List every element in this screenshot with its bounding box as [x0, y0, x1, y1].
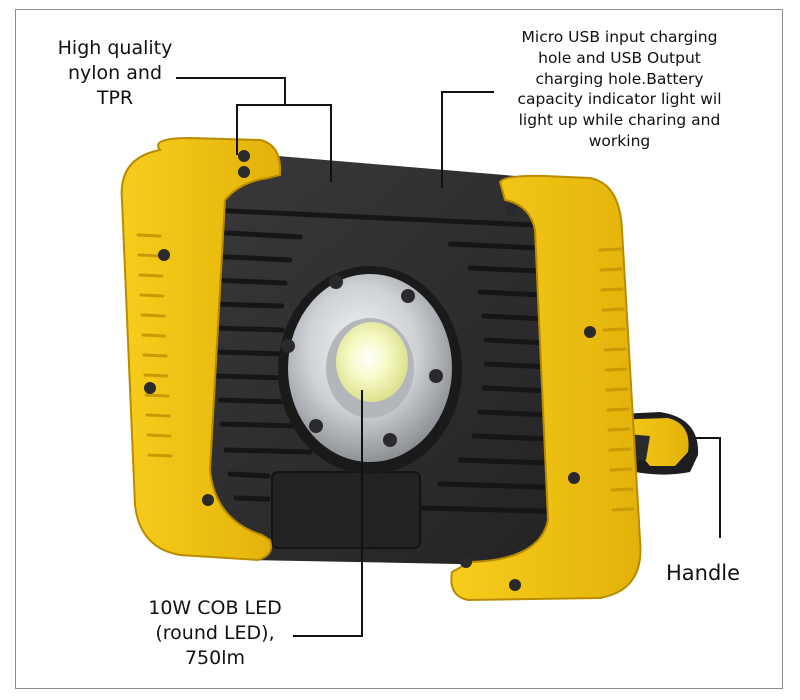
ports-line-1: Micro USB input charging: [521, 28, 718, 46]
ports-leader: [441, 91, 494, 188]
handle-text: Handle: [665, 561, 741, 585]
ports-line-6: working: [588, 131, 651, 150]
ports-line-2: hole and USB Output: [538, 48, 701, 67]
material-line-2: nylon and: [67, 62, 163, 85]
led-leader: [293, 390, 363, 637]
left-rubber-frame: [120, 136, 282, 562]
material-line-3: TPR: [96, 87, 134, 110]
cob-led: [336, 322, 408, 402]
reflector-screws: [281, 275, 443, 447]
material-line-1: High quality: [57, 37, 173, 59]
led-callout: 10W COB LED (round LED), 750lm: [130, 596, 300, 671]
port-cover: [271, 471, 421, 549]
material-callout: High quality nylon and TPR: [40, 36, 190, 111]
ports-line-3: charging hole.Battery: [535, 69, 704, 88]
ports-line-5: light up while charing and: [518, 111, 721, 130]
material-leader-right: [285, 104, 332, 182]
handle-leader: [696, 437, 721, 538]
led-line-2: (round LED),: [155, 622, 275, 645]
callout-lines: [176, 77, 721, 637]
ports-callout: Micro USB input charging hole and USB Ou…: [482, 27, 757, 152]
led-line-1: 10W COB LED: [148, 597, 282, 619]
right-rubber-frame: [450, 174, 642, 602]
handle-callout: Handle: [648, 560, 758, 588]
ports-line-4: capacity indicator light wil: [517, 90, 722, 109]
led-reflector: [278, 266, 462, 474]
image-frame: [15, 9, 783, 689]
led-line-3: 750lm: [184, 647, 246, 670]
